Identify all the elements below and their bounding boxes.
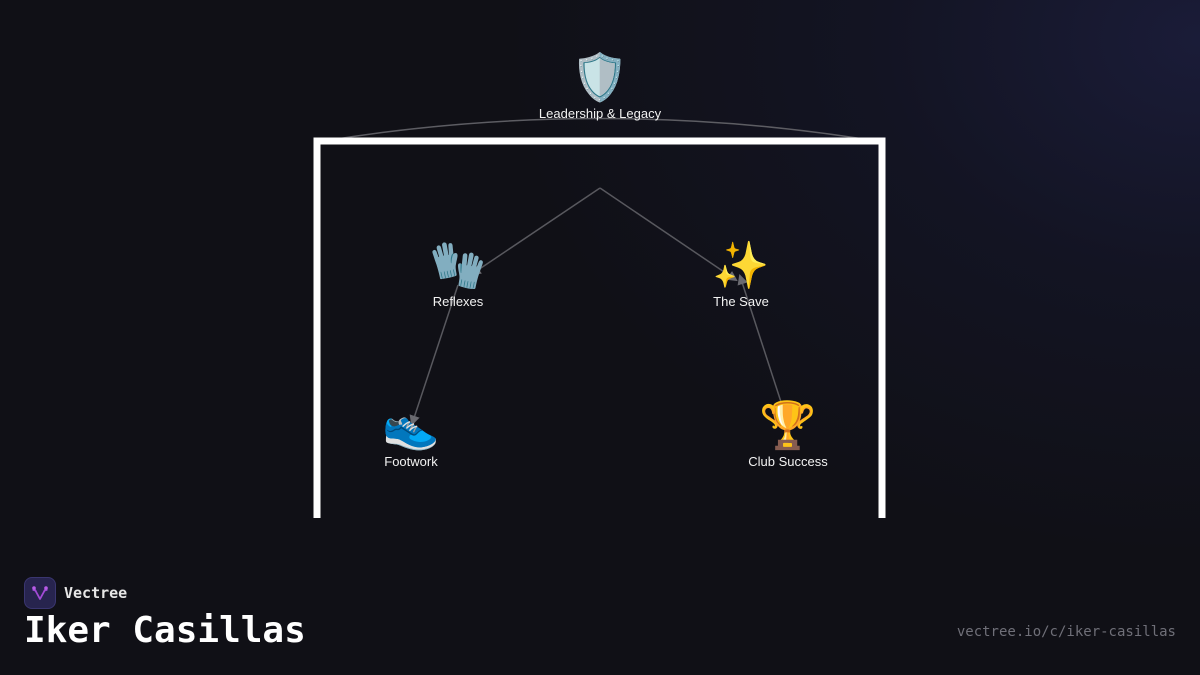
page-title: Iker Casillas xyxy=(24,610,306,651)
trophy-icon: 🏆 xyxy=(759,399,817,451)
crossbar-curve xyxy=(317,117,883,143)
node-label: Footwork xyxy=(384,454,438,469)
node-leadership-legacy[interactable]: 🛡️ Leadership & Legacy xyxy=(539,50,661,121)
shield-icon: 🛡️ xyxy=(571,51,629,103)
node-club-success[interactable]: 🏆 Club Success xyxy=(748,398,827,469)
edge-leadership-reflexes xyxy=(470,187,601,276)
node-footwork[interactable]: 👟 Footwork xyxy=(382,398,439,469)
sparkles-icon: ✨ xyxy=(712,239,770,291)
share-url[interactable]: vectree.io/c/iker-casillas xyxy=(956,624,1176,640)
gloves-icon: 🧤 xyxy=(429,239,487,291)
running-shoe-icon: 👟 xyxy=(382,399,440,451)
brand-name: Vectree xyxy=(64,584,128,602)
edge-club-success-the-save xyxy=(737,274,783,406)
node-reflexes[interactable]: 🧤 Reflexes xyxy=(429,238,486,309)
node-label: Leadership & Legacy xyxy=(538,106,662,121)
edge-leadership-the-save xyxy=(599,187,738,282)
brand[interactable]: Vectree xyxy=(24,577,127,609)
vectree-logo-icon xyxy=(24,577,56,609)
goal-frame xyxy=(313,137,886,518)
node-label: The Save xyxy=(713,294,769,309)
node-label: Reflexes xyxy=(432,294,484,309)
edge-reflexes-footwork xyxy=(409,284,459,426)
node-the-save[interactable]: ✨ The Save xyxy=(712,238,769,309)
node-label: Club Success xyxy=(748,454,828,469)
